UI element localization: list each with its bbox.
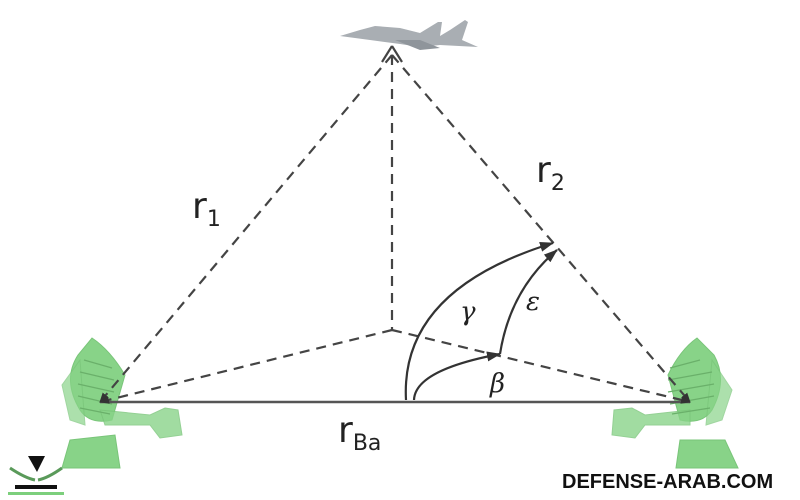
rba-label: rBa [338, 410, 381, 456]
beta-label: β [489, 369, 505, 399]
dashed-lines [99, 45, 691, 404]
epsilon-label: ε [526, 287, 540, 317]
aircraft-icon [340, 20, 478, 50]
site-logo-icon [8, 456, 64, 495]
gamma-label: γ [460, 297, 476, 327]
right-ground-projection [391, 328, 691, 404]
angle-arcs [404, 241, 558, 401]
aircraft-arrow [381, 45, 393, 63]
r1-label: r1 [192, 186, 221, 232]
transmitter-radar-icon [61, 337, 183, 469]
epsilon-arc [498, 249, 558, 355]
gamma-arc [404, 241, 554, 401]
r1-line [99, 54, 393, 403]
r2-line [391, 54, 691, 403]
left-ground-projection [99, 328, 393, 404]
r2-label: r2 [536, 150, 565, 196]
beta-arc [412, 351, 501, 401]
watermark: DEFENSE-ARAB.COM [562, 471, 773, 493]
